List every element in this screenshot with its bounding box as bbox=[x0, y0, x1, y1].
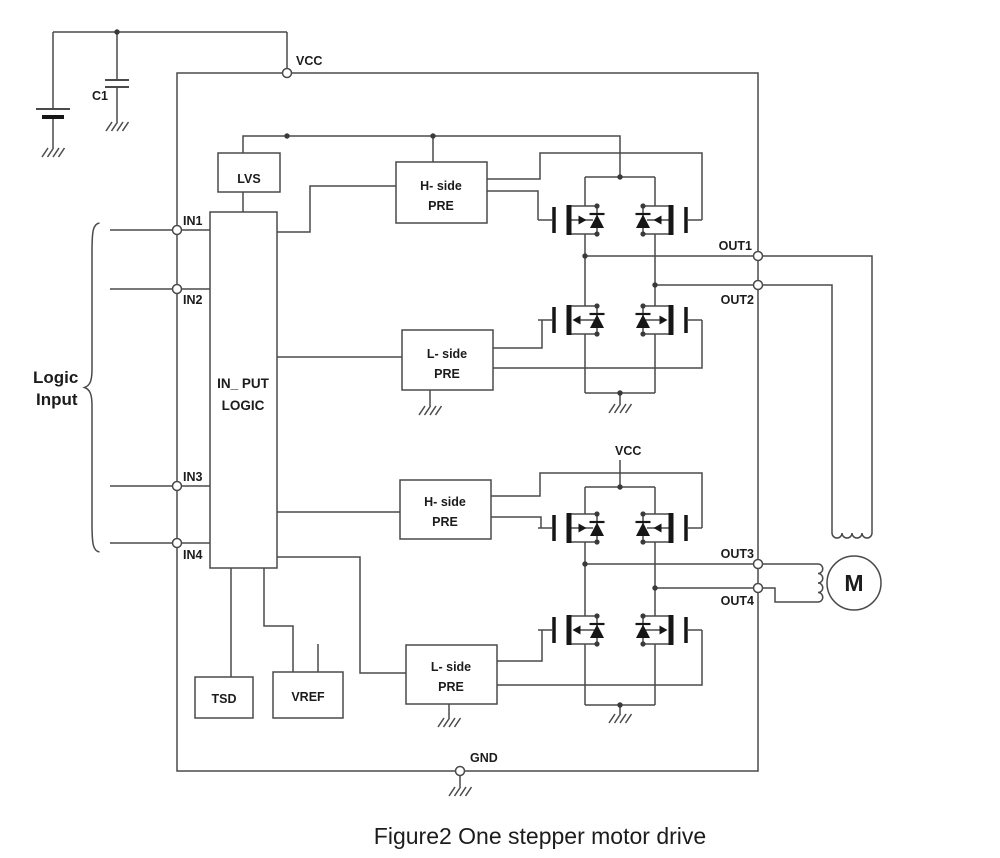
hside-pre2-block bbox=[399, 479, 492, 540]
out1-terminal bbox=[752, 250, 764, 262]
out2-terminal bbox=[752, 279, 764, 291]
in4-label: IN4 bbox=[183, 548, 203, 562]
ground-symbol bbox=[41, 147, 66, 158]
vref-block bbox=[272, 671, 344, 719]
winding-a bbox=[831, 532, 873, 539]
in3-terminal bbox=[171, 480, 183, 492]
junction-dot bbox=[430, 133, 436, 139]
motor-label: M bbox=[844, 570, 863, 596]
tsd-label: TSD bbox=[212, 692, 237, 706]
bridge-a bbox=[284, 133, 702, 414]
lvs-label: LVS bbox=[237, 172, 260, 186]
junction-dot bbox=[652, 282, 658, 288]
hside-pre2-label-line1: H- side bbox=[424, 495, 466, 509]
vcc-bridge2-label: VCC bbox=[615, 444, 641, 458]
out4-label: OUT4 bbox=[721, 594, 754, 608]
junction-dot bbox=[114, 29, 120, 35]
gnd-terminal bbox=[454, 765, 466, 777]
logic-input-brace bbox=[82, 222, 100, 553]
out1-label: OUT1 bbox=[719, 239, 752, 253]
junction-dot bbox=[617, 484, 623, 490]
in2-terminal bbox=[171, 283, 183, 295]
tsd-block bbox=[194, 676, 254, 719]
in1-label: IN1 bbox=[183, 214, 203, 228]
lside-pre2-block bbox=[405, 644, 498, 705]
input-logic-label-line2: LOGIC bbox=[222, 398, 265, 413]
bridge-b: VCC bbox=[491, 444, 702, 724]
junction-dot bbox=[582, 561, 588, 567]
junction-dot bbox=[284, 133, 290, 139]
out4-terminal bbox=[752, 582, 764, 594]
logic-input-label-line1: Logic bbox=[33, 368, 78, 387]
out3-terminal bbox=[752, 558, 764, 570]
vcc-terminal bbox=[281, 67, 293, 79]
input-section: Logic Input IN1 IN2 IN3 IN4 bbox=[33, 214, 210, 562]
vcc-label: VCC bbox=[296, 54, 322, 68]
lside-pre2-label-line1: L- side bbox=[431, 660, 471, 674]
logic-to-pre-wires bbox=[277, 185, 406, 674]
output-section: M OUT1 OUT2 OUT3 OUT4 bbox=[582, 239, 882, 611]
in2-label: IN2 bbox=[183, 293, 203, 307]
junction-dot bbox=[652, 585, 658, 591]
hside-pre1-label-line1: H- side bbox=[420, 179, 462, 193]
winding-b bbox=[817, 563, 824, 603]
capacitor-c1 bbox=[105, 79, 129, 88]
capacitor-label: C1 bbox=[92, 89, 108, 103]
junction-dot bbox=[617, 174, 623, 180]
input-wires bbox=[110, 229, 210, 544]
logic-input-label-line2: Input bbox=[36, 390, 78, 409]
gnd-label: GND bbox=[470, 751, 498, 765]
lside-pre1-block bbox=[401, 329, 494, 391]
logic-to-tsd-vref-wires bbox=[230, 568, 319, 677]
hside-pre1-label-line2: PRE bbox=[428, 199, 454, 213]
out2-label: OUT2 bbox=[721, 293, 754, 307]
in3-label: IN3 bbox=[183, 470, 203, 484]
out4-wire bbox=[655, 587, 818, 603]
input-logic-block bbox=[209, 211, 278, 569]
out3-label: OUT3 bbox=[721, 547, 754, 561]
battery-symbol bbox=[36, 108, 70, 119]
function-blocks: LVS IN_ PUT LOGIC H- side PRE L- side PR… bbox=[194, 152, 498, 728]
out2-wire bbox=[655, 284, 833, 533]
out1-wire bbox=[585, 255, 873, 533]
hside-pre1-block bbox=[395, 161, 488, 224]
supply-section: C1 VCC bbox=[36, 29, 322, 158]
junction-dot bbox=[617, 702, 623, 708]
input-logic-label-line1: IN_ PUT bbox=[217, 376, 270, 391]
junction-dot bbox=[617, 390, 623, 396]
lside-pre1-label-line1: L- side bbox=[427, 347, 467, 361]
figure-caption: Figure2 One stepper motor drive bbox=[374, 823, 706, 849]
vref-label: VREF bbox=[291, 690, 325, 704]
lvs-block bbox=[217, 152, 281, 193]
motor-circle bbox=[826, 555, 882, 611]
hside-pre2-label-line2: PRE bbox=[432, 515, 458, 529]
internal-wiring bbox=[230, 135, 621, 677]
ground-symbol bbox=[105, 121, 130, 132]
junction-dot bbox=[582, 253, 588, 259]
in4-terminal bbox=[171, 537, 183, 549]
in1-terminal bbox=[171, 224, 183, 236]
lside-pre1-label-line2: PRE bbox=[434, 367, 460, 381]
lside-pre2-label-line2: PRE bbox=[438, 680, 464, 694]
ground-symbol bbox=[448, 786, 473, 797]
pin-terminals bbox=[171, 67, 764, 777]
